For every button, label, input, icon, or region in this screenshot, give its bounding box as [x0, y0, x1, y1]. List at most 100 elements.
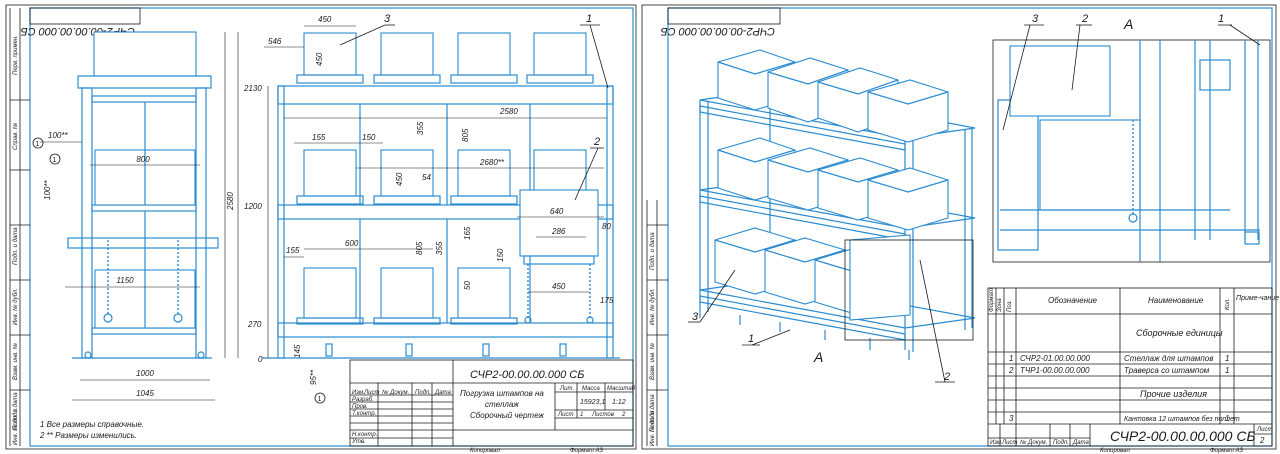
role-nkontr: Н.контр.	[352, 432, 377, 438]
dim-54: 54	[422, 173, 431, 182]
dim-286: 286	[551, 227, 566, 236]
row-label-izm: Изм.	[352, 390, 365, 396]
sheet2-label: Лист	[1256, 427, 1272, 433]
format-label: Формат А3	[570, 448, 603, 454]
s2-row-doc: № Докум.	[1020, 439, 1047, 446]
spec-header-note: Приме-чание	[1236, 295, 1279, 302]
scale-value: 1:12	[612, 399, 626, 406]
dim-165: 165	[463, 226, 472, 240]
dim-2580-front: 2580	[226, 192, 235, 211]
title-block-sheet1: СЧР2-00.00.00.000 СБ Изм. Лист № Докум. …	[349, 359, 636, 454]
spec-header-format: Формат	[989, 288, 995, 312]
spec-name-2: Траверса со штампом	[1124, 366, 1210, 375]
spec-header-zone: Зона	[997, 298, 1003, 312]
dim-1200: 1200	[244, 202, 262, 211]
dim-2130: 2130	[243, 84, 262, 93]
side-stamp-5: Взам. инв. №	[12, 342, 19, 380]
spec-designation-1: СЧР2-01.00.00.000	[1020, 354, 1091, 363]
spec-header-designation: Обозначение	[1048, 296, 1098, 305]
top-stamp-s2: СЧР2-00.00.00.000 СБ	[661, 25, 775, 37]
sheet2-value: 2	[1259, 436, 1265, 445]
section-mark: A	[813, 349, 823, 365]
dim-450-top: 450	[318, 15, 332, 24]
callout-2-side: 2	[593, 136, 600, 148]
spec-section-assembly: Сборочные единицы	[1136, 328, 1223, 338]
side-stamp-1: Перв. примен.	[13, 35, 19, 75]
sheets-label: Листов	[591, 412, 614, 418]
side-stamp-s2-3: Взам. инв. №	[649, 342, 656, 380]
spec-qty-1: 1	[1225, 354, 1229, 363]
sheets-value: 2	[621, 412, 626, 418]
spec-pos-2: 2	[1008, 366, 1014, 375]
front-view: 800 1150 1000 1045 100** 1 1 100** 2580	[32, 31, 239, 401]
dim-800: 800	[136, 155, 150, 164]
dim-450-low: 450	[552, 282, 566, 291]
row-label-sign: Подп.	[415, 390, 431, 396]
spec-qty-3: 1	[1225, 414, 1229, 423]
dim-155-top: 155	[312, 133, 326, 142]
name-line-3: Сборочный чертеж	[470, 411, 544, 420]
s2-copied: Копировал	[1100, 448, 1130, 454]
dim-1150: 1150	[116, 276, 134, 285]
dim-155-low: 155	[286, 246, 300, 255]
role-prov: Пров.	[352, 404, 368, 410]
dim-270: 270	[247, 320, 262, 329]
callout-1-front: 1	[36, 141, 40, 148]
dim-450-vert: 450	[315, 52, 324, 66]
side-stamp-6: Подп. и дата	[13, 392, 19, 430]
callout-2-detail: 2	[1081, 13, 1088, 25]
callout-1-side: 1	[586, 13, 592, 25]
dim-145: 145	[293, 344, 302, 358]
side-stamp-s2-4: Подп. и дата	[650, 394, 656, 432]
spec-name-3: Кантовка 12 штампов без поллет	[1124, 415, 1240, 423]
isometric-rack: A 3 1 2	[688, 49, 976, 383]
spec-section-other: Прочие изделия	[1140, 389, 1207, 399]
name-line-1: Погрузка штампов на	[460, 389, 544, 398]
side-stamp-7: Инв. № подл.	[12, 408, 19, 445]
view-label-a: A	[1123, 16, 1133, 32]
mass-value: 15923,1	[580, 399, 605, 406]
callout-3-detail: 3	[1032, 13, 1039, 25]
role-utv: Утв.	[351, 439, 366, 445]
callout-3: 3	[384, 13, 391, 25]
side-view: 2130 1200 270 0 450 546 450 2580 355 805…	[243, 13, 620, 404]
dim-100-top: 100**	[48, 131, 68, 140]
row-label-date: Дата	[434, 390, 451, 396]
side-stamp-s2-5: Инв. № подл.	[649, 409, 656, 446]
doc-number-sheet2: СЧР2-00.00.00.000 СБ	[1110, 428, 1256, 444]
dim-355-top: 355	[416, 121, 425, 135]
dim-355-low: 355	[435, 241, 444, 255]
dim-600: 600	[345, 239, 359, 248]
dim-175: 175	[600, 296, 614, 305]
side-stamp-s2-1: Подп. и дата	[650, 232, 656, 270]
copied-label: Копировал	[470, 448, 500, 454]
dim-805-top: 805	[461, 128, 470, 142]
sheet-value: 1	[580, 412, 583, 418]
dim-50: 50	[463, 281, 472, 290]
detail-view-a: A 3 2 1	[992, 13, 1271, 263]
side-stamp-2: Справ. №	[12, 122, 19, 150]
s2-format: Формат А3	[1210, 448, 1243, 454]
role-tkontr: Т.контр.	[352, 411, 376, 417]
note-1: 1 Все размеры справочные.	[40, 420, 144, 429]
s2-row-sign: Подп.	[1053, 440, 1069, 446]
spec-header-pos: Поз.	[1007, 300, 1013, 312]
dim-0: 0	[258, 355, 263, 364]
dim-805-low: 805	[415, 241, 424, 255]
spec-qty-2: 1	[1225, 366, 1229, 375]
dim-80: 80	[602, 222, 611, 231]
name-line-2: стеллаж	[485, 400, 519, 409]
dim-100-side: 100**	[43, 180, 52, 200]
spec-header-name: Наименование	[1148, 296, 1204, 305]
sheet-label: Лист	[557, 412, 573, 418]
dim-546: 546	[268, 37, 282, 46]
svg-text:1: 1	[318, 396, 322, 403]
s2-row-list: Лист	[1001, 440, 1017, 446]
role-razrab: Разраб.	[352, 397, 374, 403]
lit-label: Лит.	[559, 386, 574, 392]
scale-label: Масштаб	[607, 386, 636, 392]
dim-1045: 1045	[136, 389, 154, 398]
spec-designation-2: ТЧР1-00.00.00.000	[1020, 366, 1090, 375]
sheet-2: Подп. и дата Инв. № дубл. Взам. инв. № П…	[641, 4, 1279, 454]
spec-pos-1: 1	[1009, 354, 1013, 363]
